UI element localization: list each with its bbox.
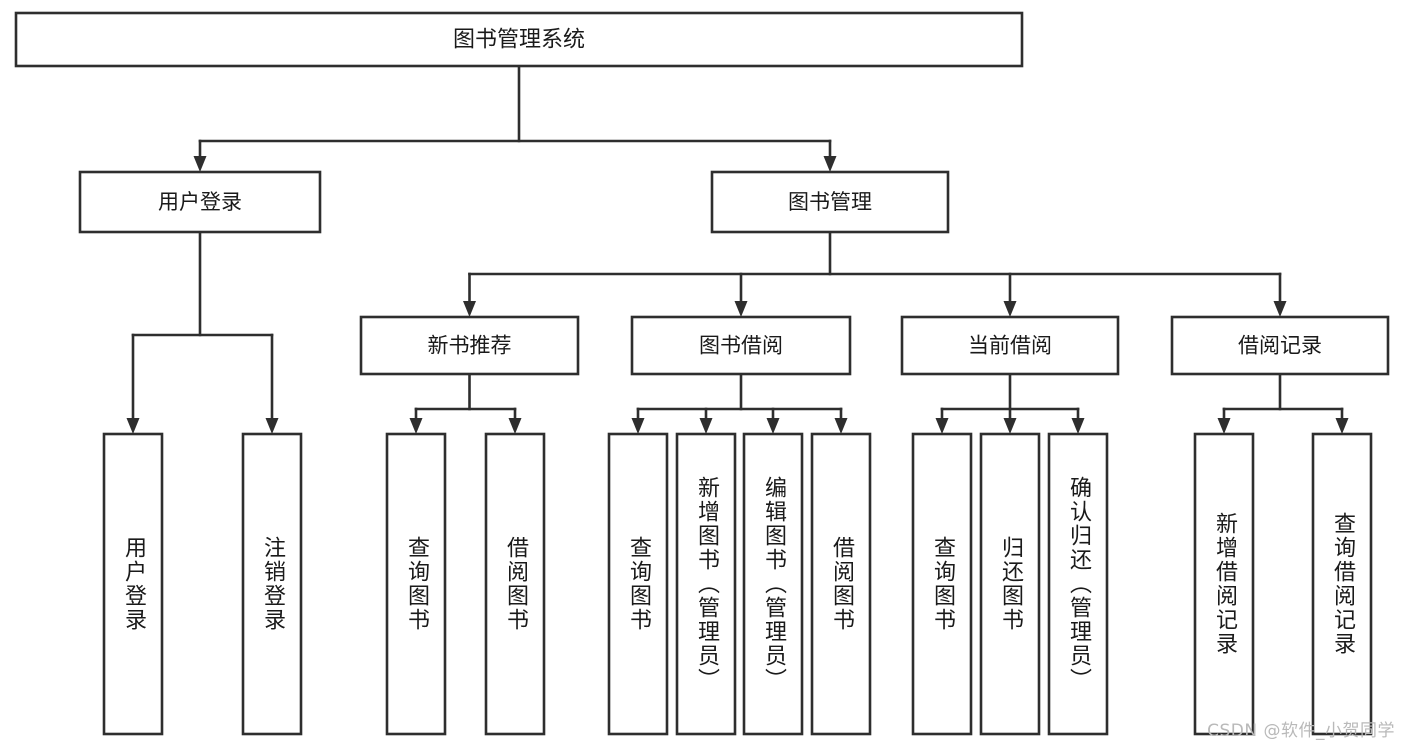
arrow-head-icon xyxy=(463,301,476,317)
arrow-head-icon xyxy=(734,301,748,317)
node-label: 用户登录 xyxy=(158,190,242,214)
node-current-borrow[interactable] xyxy=(900,315,1120,376)
node-leaf-user-logout[interactable] xyxy=(241,432,303,736)
node-leaf-add-book[interactable] xyxy=(675,432,737,736)
node-label: 图书借阅 xyxy=(699,334,783,358)
node-label: 新书推荐 xyxy=(428,334,512,358)
node-book-manage[interactable] xyxy=(710,170,950,234)
node-leaf-borrow-book-1[interactable] xyxy=(484,432,546,736)
arrow-head-icon xyxy=(265,418,279,434)
node-label: 图书管理 xyxy=(788,190,872,214)
node-leaf-edit-book[interactable] xyxy=(742,432,804,736)
arrow-head-icon xyxy=(1335,418,1349,434)
node-book-borrow[interactable] xyxy=(630,315,852,376)
arrow-head-icon xyxy=(126,418,140,434)
node-leaf-user-login[interactable] xyxy=(102,432,164,736)
arrow-head-icon xyxy=(1003,301,1017,317)
node-user-login[interactable] xyxy=(78,170,322,234)
arrow-head-icon xyxy=(935,418,949,434)
node-new-book-recommend[interactable] xyxy=(359,315,580,376)
arrow-head-icon xyxy=(823,156,837,172)
arrow-head-icon xyxy=(1273,301,1287,317)
node-leaf-query-book-2[interactable] xyxy=(607,432,669,736)
watermark-text: CSDN @软件_小贺同学 xyxy=(1207,721,1395,741)
connector-layer xyxy=(126,64,1349,434)
node-label: 图书管理系统 xyxy=(453,28,585,53)
node-leaf-return-book[interactable] xyxy=(979,432,1041,736)
node-label: 当前借阅 xyxy=(968,334,1052,358)
arrow-head-icon xyxy=(631,418,645,434)
node-label: 借阅记录 xyxy=(1238,334,1322,358)
arrow-head-icon xyxy=(699,418,713,434)
arrow-head-icon xyxy=(1003,418,1017,434)
arrow-head-icon xyxy=(1071,418,1085,434)
node-borrow-record[interactable] xyxy=(1170,315,1390,376)
node-leaf-borrow-book-2[interactable] xyxy=(810,432,872,736)
node-leaf-add-record[interactable] xyxy=(1193,432,1255,736)
node-leaf-query-record[interactable] xyxy=(1311,432,1373,736)
node-leaf-query-book-1[interactable] xyxy=(385,432,447,736)
arrow-head-icon xyxy=(508,418,522,434)
arrow-head-icon xyxy=(409,418,423,434)
node-leaf-confirm-return[interactable] xyxy=(1047,432,1109,736)
arrow-head-icon xyxy=(766,418,780,434)
arrow-head-icon xyxy=(1217,418,1231,434)
arrow-head-icon xyxy=(834,418,848,434)
arrow-head-icon xyxy=(193,156,207,172)
node-root-system[interactable] xyxy=(14,11,1024,68)
node-box-layer xyxy=(14,11,1390,736)
node-leaf-query-book-3[interactable] xyxy=(911,432,973,736)
